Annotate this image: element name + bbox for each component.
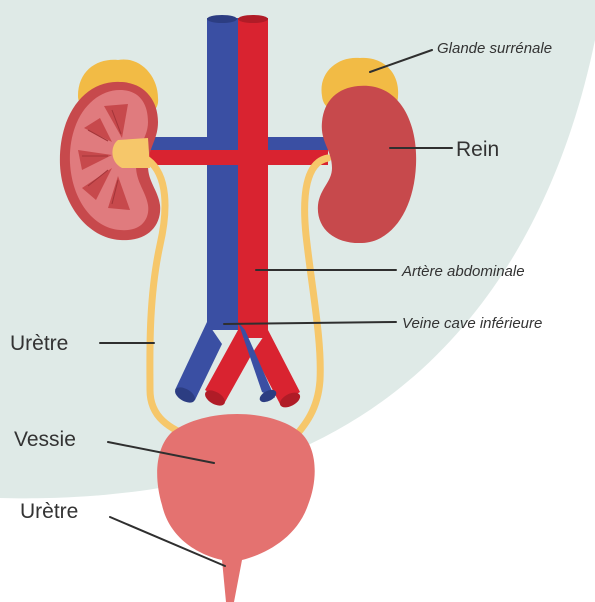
bladder bbox=[157, 414, 315, 602]
renal-artery-left bbox=[145, 150, 238, 165]
label-adrenal-gland: Glande surrénale bbox=[437, 40, 552, 57]
label-bladder: Vessie bbox=[14, 428, 76, 451]
label-ureter: Urètre bbox=[10, 332, 68, 355]
label-abdominal-artery: Artère abdominale bbox=[401, 263, 525, 280]
label-kidney: Rein bbox=[456, 138, 499, 161]
label-inferior-vena-cava: Veine cave inférieure bbox=[402, 315, 542, 332]
label-urethra: Urètre bbox=[20, 500, 78, 523]
